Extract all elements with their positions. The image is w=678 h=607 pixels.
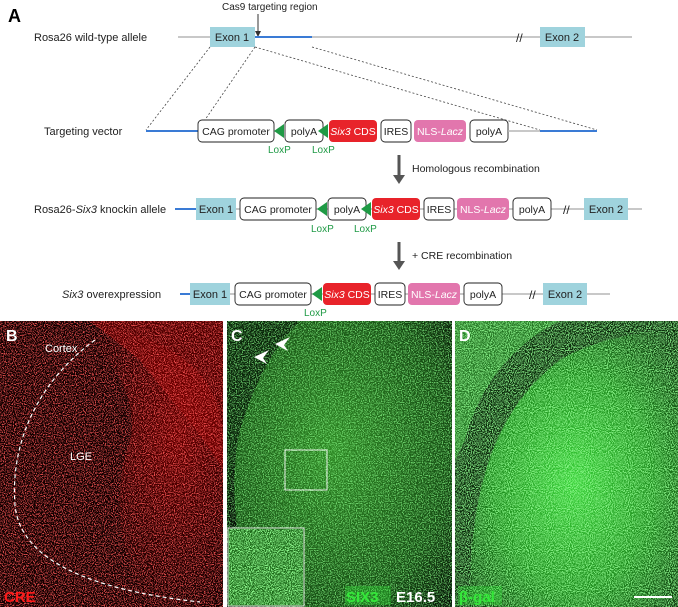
wt-exon1-box xyxy=(210,27,255,47)
vector-cds-box xyxy=(329,120,377,142)
overexpression-lacz-text: NLS-Lacz xyxy=(411,289,458,301)
wt-exon1-text: Exon 1 xyxy=(215,32,249,44)
overexpression-exon1-text: Exon 1 xyxy=(193,289,227,301)
overexpression-polya-box xyxy=(463,282,503,306)
overexpression-loxp-triangle xyxy=(312,287,322,301)
panel-a-label: A xyxy=(8,6,21,26)
knockin-polya1-text: polyA xyxy=(334,204,360,216)
knockin-cds-text: Six3 CDS xyxy=(373,204,419,216)
vector-label: Targeting vector xyxy=(44,126,123,138)
vector-polya1-text: polyA xyxy=(291,126,317,138)
knockin-label: Rosa26-Six3 knockin allele xyxy=(34,204,166,216)
knockin-cag-text: CAG promoter xyxy=(244,204,312,216)
overexpression-cag-text: CAG promoter xyxy=(239,289,307,301)
vector-ires-text: IRES xyxy=(384,126,409,138)
overexpression-cds-text: Six3 CDS xyxy=(324,289,370,301)
knockin-exon2-box xyxy=(584,198,628,220)
arrow1-label: Homologous recombination xyxy=(412,163,540,175)
wt-exon2-text: Exon 2 xyxy=(545,32,579,44)
overexpression-loxp-label: LoxP xyxy=(304,308,327,319)
vector-ires-box xyxy=(380,119,412,143)
six3-stain-label: SIX3 xyxy=(346,589,379,606)
arrow1-head xyxy=(393,175,405,184)
overexpression-label: Six3 overexpression xyxy=(62,289,161,301)
separator-bc xyxy=(223,321,227,607)
arrow2-head xyxy=(393,261,405,270)
vector-loxp2-label: LoxP xyxy=(312,145,335,156)
cre-stain-label: CRE xyxy=(4,589,36,606)
bgal-stain-label-bg xyxy=(458,586,502,605)
wt-allele-label: Rosa26 wild-type allele xyxy=(34,32,147,44)
wt-exon2-box xyxy=(540,27,585,47)
arrow2-label: + CRE recombination xyxy=(412,250,512,262)
wt-break-mark: // xyxy=(516,31,523,45)
knockin-polya2-box xyxy=(512,197,552,221)
vector-loxp1-triangle xyxy=(274,124,284,138)
overexpression-polya-text: polyA xyxy=(470,289,496,301)
panel-b-image xyxy=(0,321,223,607)
homology-guides xyxy=(145,46,598,131)
vector-loxp1-label: LoxP xyxy=(268,145,291,156)
vector-cag-text: CAG promoter xyxy=(202,126,270,138)
arrowhead-marker-2 xyxy=(254,350,269,364)
knockin-exon1-text: Exon 1 xyxy=(199,204,233,216)
panel-d-label: D xyxy=(459,328,471,345)
overexpression-exon2-box xyxy=(543,283,587,305)
cas9-label: Cas9 targeting region xyxy=(222,2,318,13)
stage-label: E16.5 xyxy=(396,589,435,606)
lge-boundary xyxy=(13,339,201,603)
vector-loxp2-triangle xyxy=(318,124,328,138)
knockin-loxp1-label: LoxP xyxy=(311,224,334,235)
vector-lacz-text: NLS-Lacz xyxy=(417,126,464,138)
zoom-region-box xyxy=(284,449,328,491)
overexpression-cds-box xyxy=(323,283,371,305)
knockin-loxp2-label: LoxP xyxy=(354,224,377,235)
bgal-stain-label: β-gal xyxy=(459,589,495,606)
knockin-polya2-text: polyA xyxy=(519,204,545,216)
overexpression-cag-box xyxy=(234,282,312,306)
panel-c-image xyxy=(227,321,452,607)
vector-polya2-text: polyA xyxy=(476,126,502,138)
knockin-ires-text: IRES xyxy=(427,204,452,216)
separator-cd xyxy=(452,321,455,607)
knockin-exon1-box xyxy=(196,198,236,220)
overexpression-exon1-box xyxy=(190,283,230,305)
lge-label: LGE xyxy=(70,451,92,463)
six3-stain-label-bg xyxy=(345,586,391,605)
overexpression-lacz-box xyxy=(408,283,460,305)
knockin-loxp1-triangle xyxy=(317,202,327,216)
knockin-exon2-text: Exon 2 xyxy=(589,204,623,216)
overexpression-break-mark: // xyxy=(529,288,536,302)
overexpression-ires-box xyxy=(374,282,406,306)
knockin-loxp2-triangle xyxy=(361,202,371,216)
knockin-cag-box xyxy=(239,197,317,221)
knockin-cds-box xyxy=(372,198,420,220)
vector-lacz-box xyxy=(414,120,466,142)
panel-c-label: C xyxy=(231,328,243,345)
cas9-arrowhead xyxy=(255,31,261,37)
vector-cds-text: Six3 CDS xyxy=(330,126,376,138)
knockin-lacz-text: NLS-Lacz xyxy=(460,204,507,216)
overexpression-exon2-text: Exon 2 xyxy=(548,289,582,301)
panel-b-label: B xyxy=(6,328,18,345)
knockin-lacz-box xyxy=(457,198,509,220)
arrowhead-marker-1 xyxy=(275,337,290,351)
overexpression-ires-text: IRES xyxy=(378,289,403,301)
cortex-label: Cortex xyxy=(45,343,78,355)
panel-d-image xyxy=(455,321,678,607)
knockin-break-mark: // xyxy=(563,203,570,217)
knockin-ires-box xyxy=(423,197,455,221)
